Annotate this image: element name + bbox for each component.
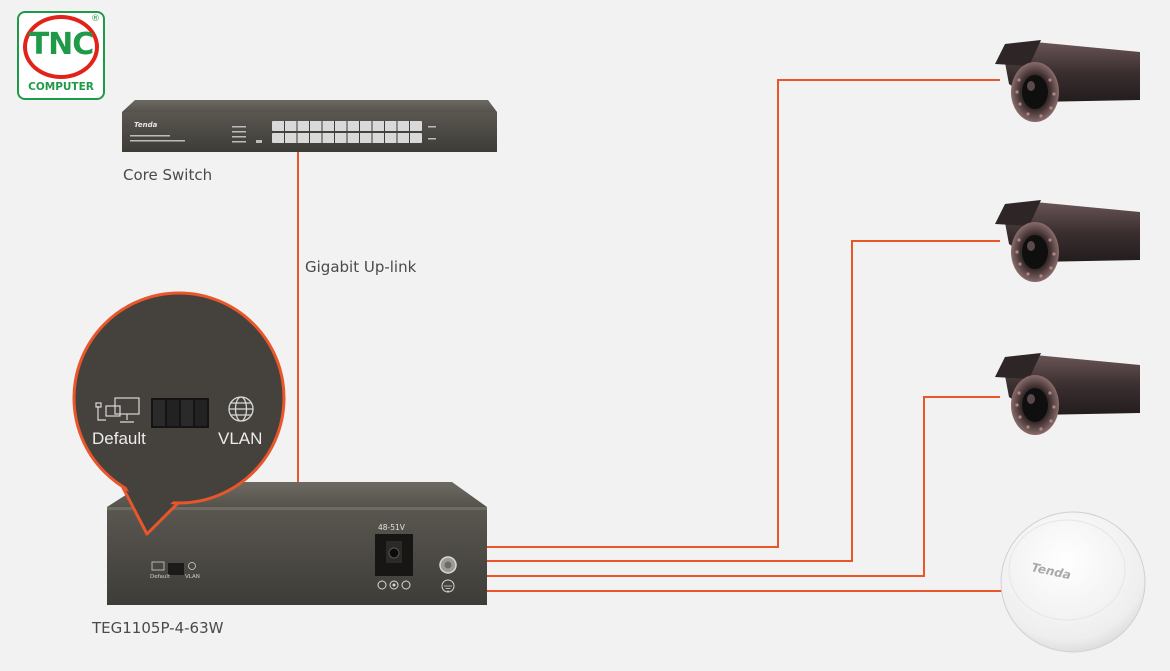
- core-switch-label: Core Switch: [123, 166, 213, 184]
- poe-vlan-text: VLAN: [185, 574, 200, 580]
- ground-screw: [439, 556, 457, 593]
- zoom-vlan-label: VLAN: [218, 429, 262, 448]
- tnc-logo: TNC ® COMPUTER: [17, 11, 105, 100]
- logo-registered-mark: ®: [91, 14, 100, 24]
- ip-camera-1: [995, 40, 1140, 122]
- uplink-label: Gigabit Up-link: [305, 258, 417, 276]
- logo-ring: [23, 15, 99, 79]
- monitor-icon: [95, 397, 140, 423]
- poe-switch-label: TEG1105P-4-63W: [92, 619, 224, 637]
- power-jack: 48-51V: [375, 523, 413, 590]
- poe-switch-front: [107, 507, 487, 605]
- ip-camera-3: [995, 353, 1140, 435]
- link-camera-3: [487, 396, 1000, 577]
- ip-camera-2: [995, 200, 1140, 282]
- wireless-access-point: Tenda: [1000, 511, 1146, 653]
- core-switch-top: [122, 100, 497, 112]
- mode-switch-icon: [151, 398, 209, 428]
- globe-icon: [228, 396, 254, 422]
- link-camera-2: [487, 240, 1000, 562]
- poe-switch-mode-toggle: Default VLAN: [150, 561, 200, 580]
- logo-subtitle: COMPUTER: [28, 81, 94, 93]
- link-camera-1: [487, 79, 1000, 548]
- zoom-callout: Default VLAN: [72, 291, 286, 536]
- logo-brand: TNC: [28, 27, 95, 62]
- poe-default-text: Default: [150, 574, 171, 580]
- network-links: [297, 79, 1004, 592]
- power-label: 48-51V: [378, 523, 406, 532]
- core-switch: Tenda: [122, 100, 497, 152]
- core-switch-brand: Tenda: [134, 121, 158, 129]
- zoom-default-label: Default: [92, 429, 146, 448]
